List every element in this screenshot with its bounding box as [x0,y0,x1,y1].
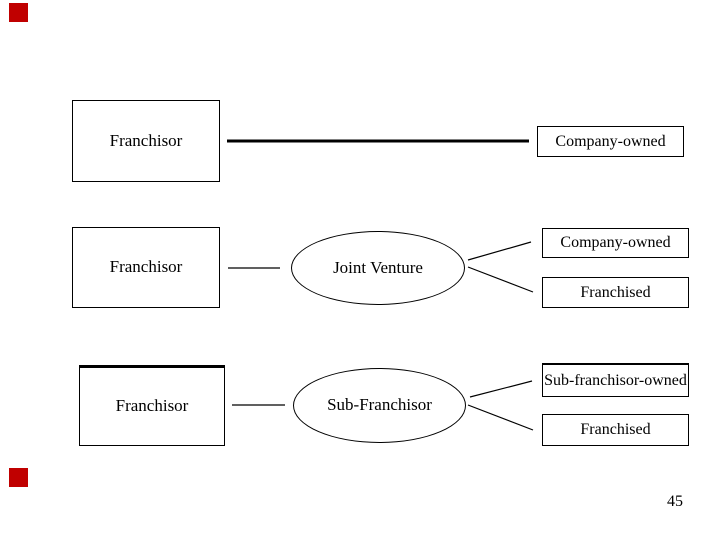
sub-franchisor-owned-label: Sub-franchisor-owned [544,371,687,389]
company-owned-label-row1: Company-owned [555,132,666,150]
red-square-marker-top [9,3,28,22]
joint-venture-ellipse: Joint Venture [291,231,465,305]
franchisor-label-row1: Franchisor [109,130,183,150]
line-joint-venture-franchised [467,266,534,293]
franchisor-box-row1: Franchisor [72,100,220,182]
sub-franchisor-owned-box: Sub-franchisor-owned [542,363,689,397]
company-owned-label-row2: Company-owned [560,234,671,252]
franchisor-label-row2: Franchisor [109,257,183,277]
sub-franchisor-label: Sub-Franchisor [327,395,432,415]
franchised-label-row2: Franchised [580,283,651,301]
page-number: 45 [667,493,683,510]
franchisor-label-row3: Franchisor [115,396,189,416]
line-sub-franchisor-franchised [467,404,534,431]
company-owned-box-row2: Company-owned [542,228,689,258]
line-sub-franchisor-sub-owned [469,380,533,398]
joint-venture-label: Joint Venture [333,257,423,277]
franchised-label-row3: Franchised [580,421,651,439]
franchised-box-row2: Franchised [542,277,689,308]
sub-franchisor-ellipse: Sub-Franchisor [293,368,466,443]
red-square-marker-bottom [9,468,28,487]
line-joint-venture-company-owned [467,241,532,261]
franchisor-box-row2: Franchisor [72,227,220,308]
franchised-box-row3: Franchised [542,414,689,446]
franchisor-box-row3: Franchisor [79,365,225,446]
company-owned-box-row1: Company-owned [537,126,684,157]
